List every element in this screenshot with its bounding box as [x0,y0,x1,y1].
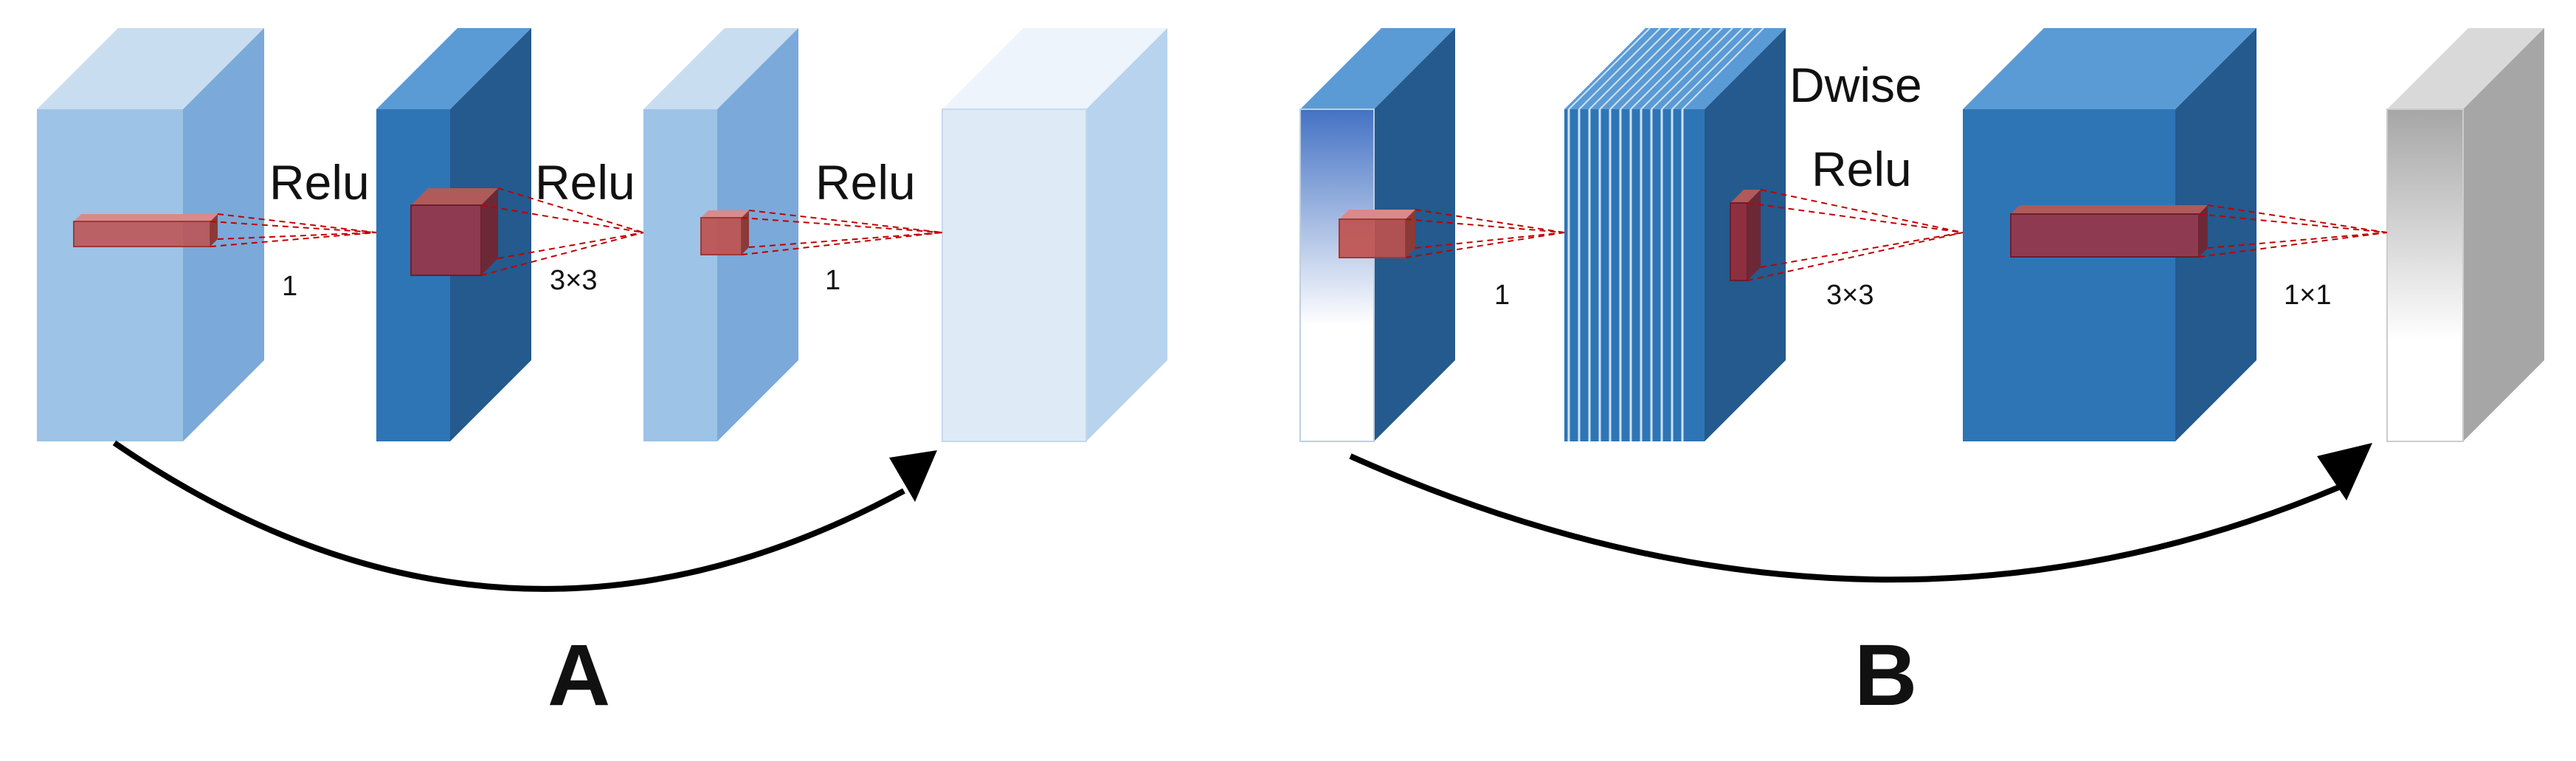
panel-a-kernel-size-1: 1 [282,271,297,302]
slice-top-edge [1620,27,1702,110]
panel-b-projection-2 [1747,189,1964,281]
panel-a-skip-arrow [112,440,905,592]
panel-b-kernel-1 [1339,210,1415,258]
slice-top-edge [1599,27,1682,110]
slice-top-edge [1589,27,1671,110]
panel-b-depthwise-slices [1564,27,1764,441]
panel-a: Relu Relu Relu 1 3×3 1 A [37,28,1167,724]
panel-b: Dwise Relu 1 3×3 1×1 B [1299,27,2544,724]
panel-b-block-3 [1963,28,2256,441]
panel-a-kernel-1 [73,214,218,247]
panel-b-arrow-head [2317,443,2372,500]
panel-b-kernel-size-2: 3×3 [1826,280,1874,311]
panel-a-block-4 [942,28,1167,442]
slice-top-edge [1682,27,1764,110]
panel-b-label: B [1854,627,1917,724]
slice-top-edge [1671,27,1754,110]
panel-a-activation-2: Relu [535,155,635,210]
slice-top-edge [1640,27,1723,110]
panel-b-projection-1 [1405,209,1565,258]
panel-a-arrow-head [889,450,937,502]
panel-a-kernel-3 [700,210,749,255]
panel-a-projection-2 [480,187,644,276]
panel-a-projection-1 [210,213,377,247]
panel-b-block-4 [2386,28,2544,442]
panel-a-block-1 [37,28,264,441]
panel-b-activation: Relu [1812,142,1912,196]
slice-top-edge [1568,27,1651,110]
panel-b-kernel-size-1: 1 [1494,280,1510,311]
panel-b-kernel-size-3: 1×1 [2284,280,2331,311]
slice-top-edge [1661,27,1744,110]
slice-top-edge [1609,27,1692,110]
slice-top-edge [1651,27,1733,110]
panel-b-kernel-2 [1730,190,1761,281]
panel-a-kernel-size-2: 3×3 [550,265,597,296]
panel-a-activation-3: Relu [815,155,916,210]
panel-a-activation-1: Relu [269,155,370,210]
panel-a-projection-3 [741,210,943,255]
panel-b-projection-3 [2198,204,2388,258]
panel-b-depthwise-label: Dwise [1789,58,1922,112]
panel-b-skip-arrow [1349,453,2341,583]
panel-a-kernel-size-3: 1 [825,265,840,296]
panel-a-kernel-2 [410,188,498,276]
slice-top-edge [1630,27,1713,110]
slice-base [1564,109,1705,441]
panel-b-kernel-3 [2010,205,2208,258]
panel-a-block-3 [643,28,798,441]
slice-top-edge [1578,27,1661,110]
panel-a-label: A [548,627,610,724]
